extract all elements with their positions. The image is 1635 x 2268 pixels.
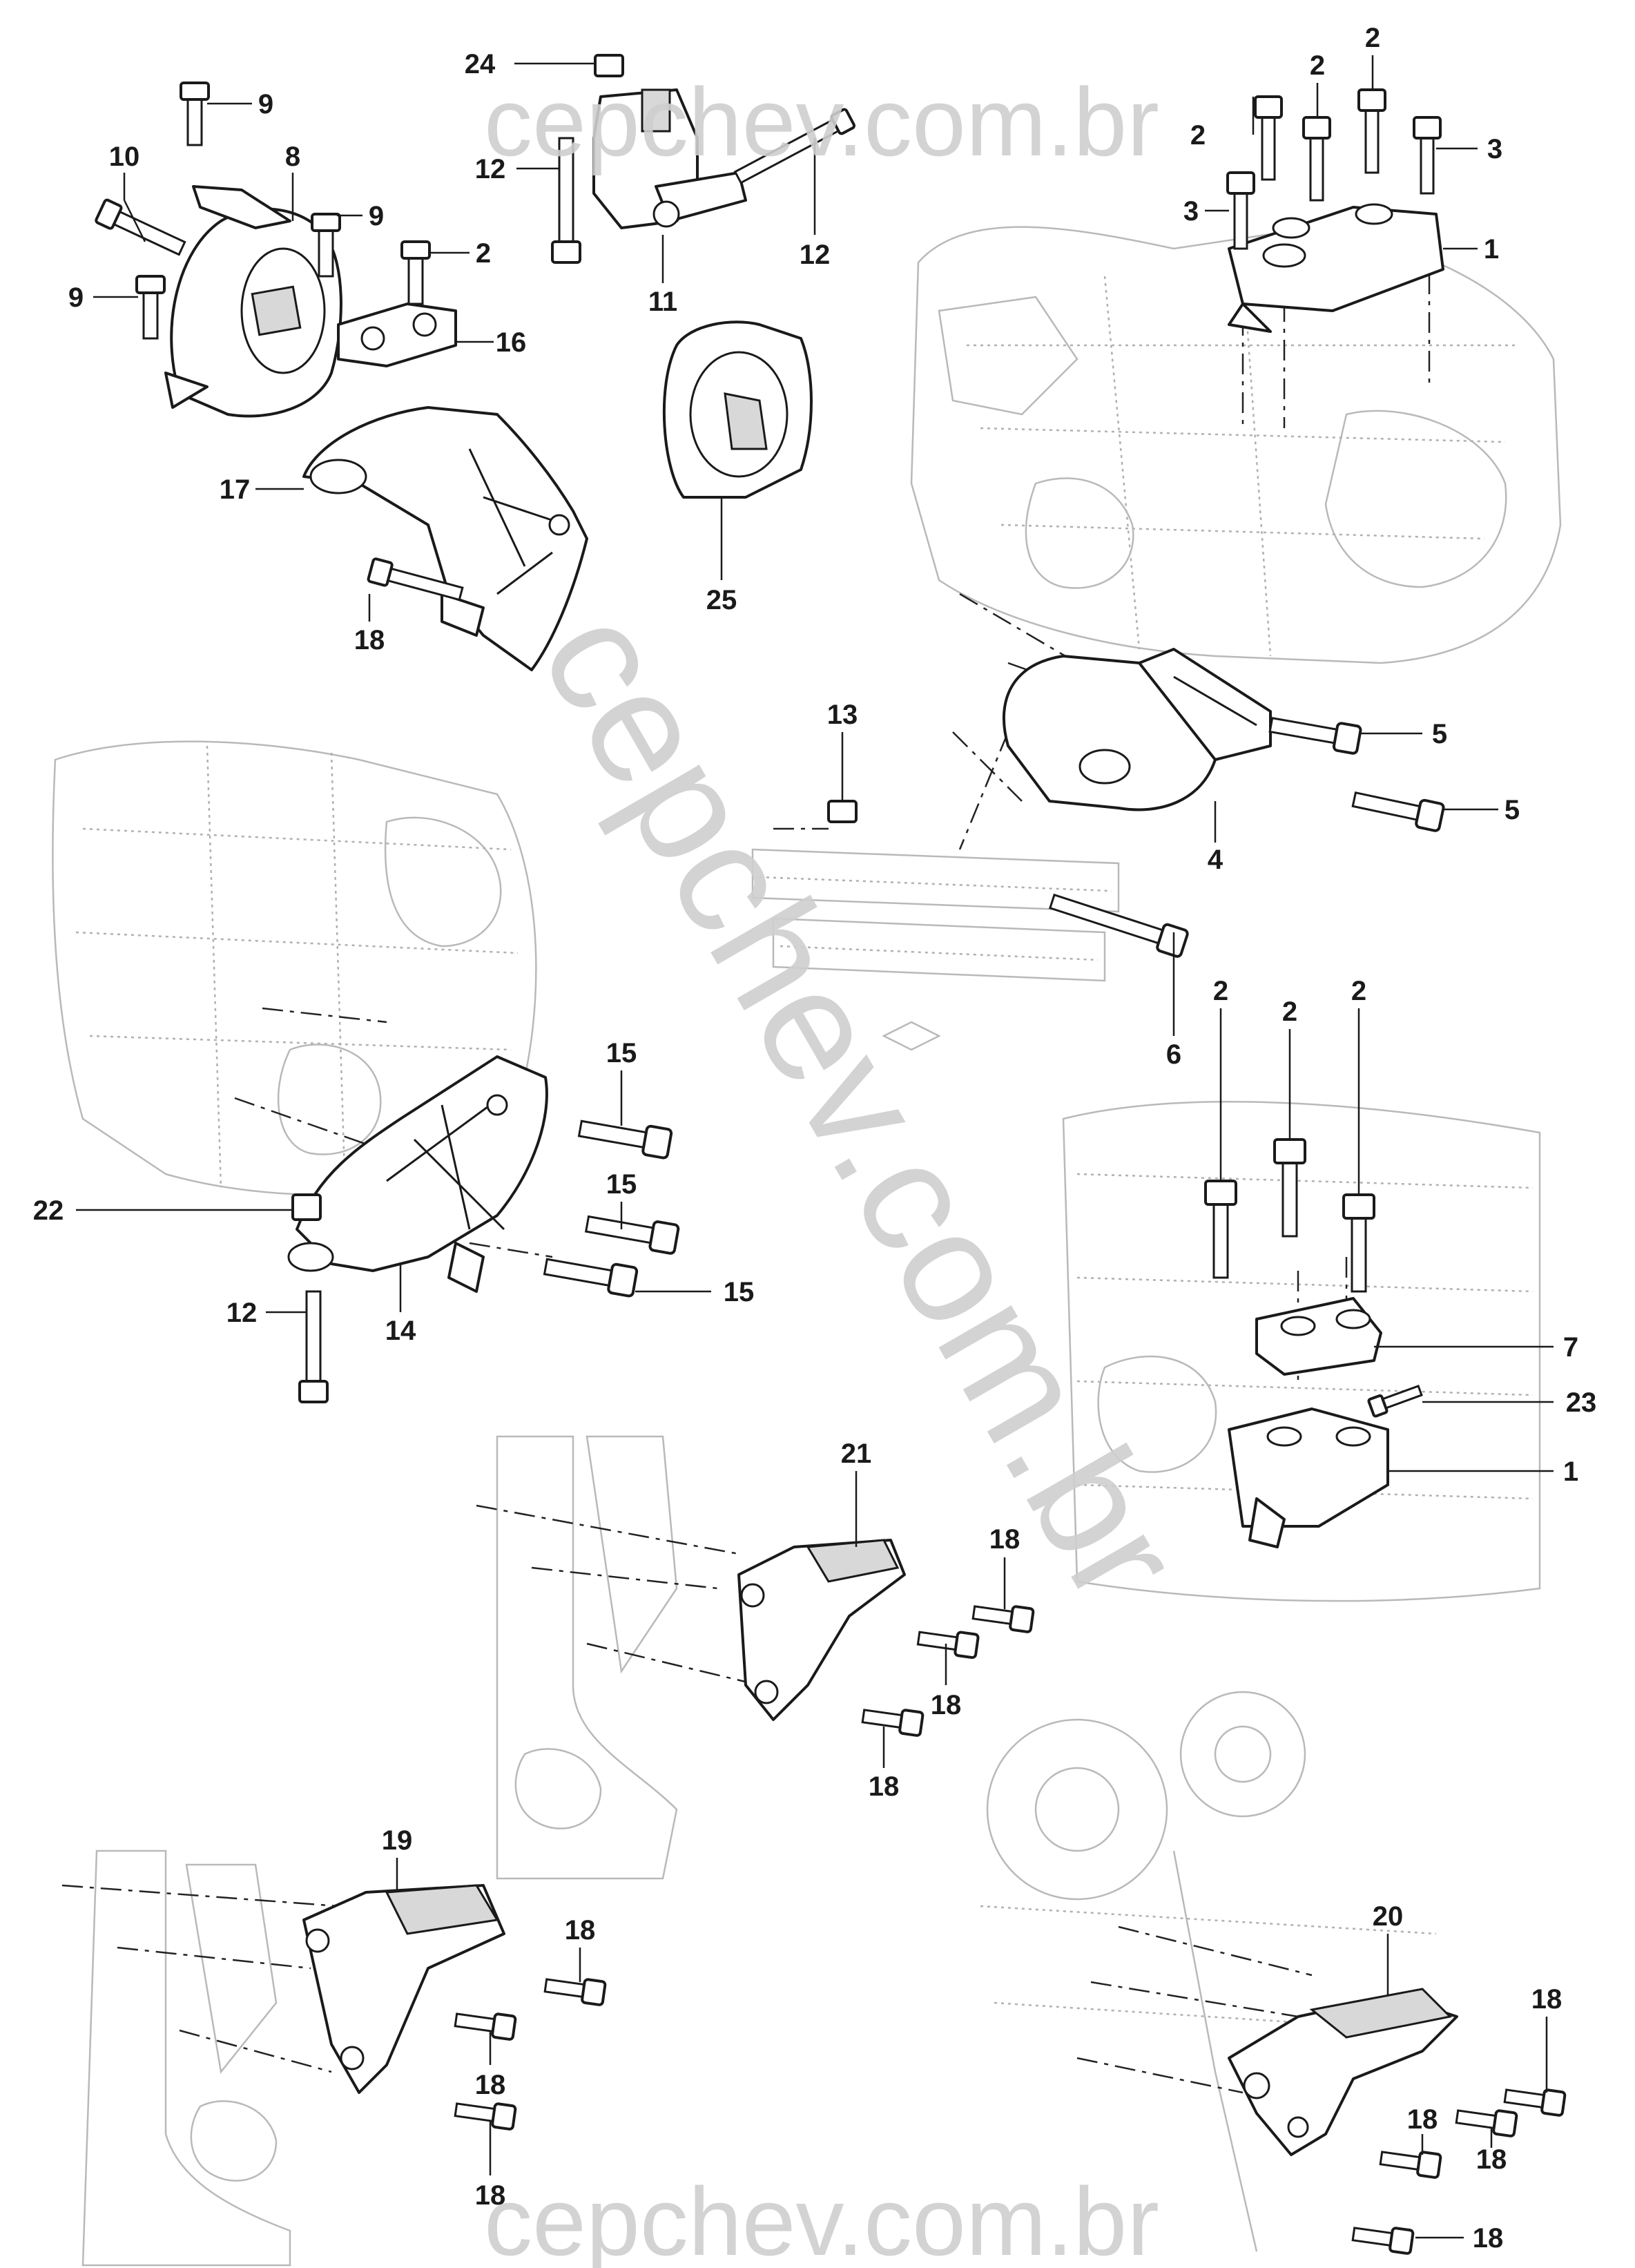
watermark-bottom: cepchev.com.br [484,2167,1159,2268]
part-25-bushing [662,320,813,499]
part-7-insulator [1255,1297,1382,1376]
callout-5: 5 [1432,719,1447,749]
callouts: 24 9 12 12 10 8 9 2 9 11 16 17 18 25 2 2… [33,23,1597,2253]
callout-2: 2 [1310,50,1325,81]
callout-1: 1 [1563,1457,1578,1487]
callout-8: 8 [285,142,300,172]
part-14-bracket [287,1055,548,1293]
callout-2: 2 [1213,976,1228,1006]
callout-15: 15 [606,1038,637,1068]
callout-18: 18 [1407,2104,1438,2135]
callout-6: 6 [1166,1039,1181,1070]
callout-18: 18 [1531,1984,1563,2015]
part-1-top-mount [1228,203,1444,333]
callout-18: 18 [869,1771,900,1802]
callout-9: 9 [258,89,273,119]
callout-10: 10 [109,142,140,172]
part-11-mount [592,88,747,229]
callout-17: 17 [220,474,251,505]
part-4-mount [1002,648,1272,811]
ghost-frame-rail-bottom-left [81,1849,291,2267]
ghost-subframe-center [751,848,1120,1051]
callout-15: 15 [606,1169,637,1200]
callout-20: 20 [1373,1901,1404,1932]
callout-18: 18 [475,2070,506,2100]
part-16-spacer [337,302,457,367]
callout-14: 14 [385,1316,416,1346]
callout-1: 1 [1484,234,1499,265]
callout-12: 12 [475,154,506,184]
part-1-mid-mount [1228,1407,1389,1548]
callout-18: 18 [931,1690,962,1720]
watermark-top: cepchev.com.br [484,68,1159,176]
callout-18: 18 [1476,2144,1507,2175]
callout-15: 15 [724,1277,755,1307]
ghost-transmission-top-right [910,226,1562,664]
callout-18: 18 [1473,2223,1504,2253]
callout-2: 2 [1351,976,1366,1006]
callout-9: 9 [369,201,384,231]
callout-25: 25 [706,585,737,615]
ghost-pulleys-bottom-right [980,1691,1437,2252]
callout-16: 16 [496,327,527,358]
part-17-bracket [302,406,588,671]
callout-13: 13 [827,700,858,730]
callout-4: 4 [1208,845,1223,875]
callout-3: 3 [1487,134,1502,164]
callout-2: 2 [1190,120,1206,151]
part-20-bracket [1228,1988,1458,2156]
callout-18: 18 [354,625,385,655]
part-21-bracket [737,1539,906,1721]
bolts [95,54,1567,2255]
callout-24: 24 [465,49,496,79]
callout-18: 18 [475,2180,506,2211]
callout-3: 3 [1183,196,1199,227]
callout-18: 18 [989,1524,1020,1555]
callout-2: 2 [476,238,491,269]
leader-lines [76,55,1554,2239]
callout-7: 7 [1563,1332,1578,1363]
callout-5: 5 [1505,795,1520,825]
callout-2: 2 [1365,23,1380,53]
callout-12: 12 [226,1298,258,1328]
callout-18: 18 [565,1915,596,1945]
callout-2: 2 [1282,997,1297,1027]
ghost-engine-right-mid [1062,1101,1541,1602]
callout-23: 23 [1566,1387,1597,1418]
callout-19: 19 [382,1825,413,1856]
callout-21: 21 [841,1439,872,1469]
callout-9: 9 [68,282,84,313]
part-19-bracket [302,1884,505,2094]
callout-12: 12 [800,240,831,270]
part-8-engine-mount [164,185,342,418]
callout-11: 11 [648,287,677,317]
ghost-frame-rail-center [496,1435,678,1880]
callout-22: 22 [33,1195,64,1226]
